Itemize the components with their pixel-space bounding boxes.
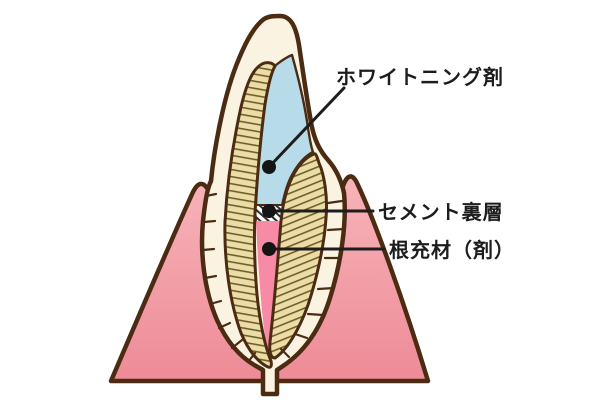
dentin-right [268, 152, 328, 360]
label-cement-lining: セメント裏層 [378, 200, 504, 224]
dentin-left [223, 61, 277, 369]
label-whitening-agent: ホワイトニング剤 [336, 65, 504, 89]
cementum-tie-lines [201, 192, 346, 364]
marker-dot-cement-lining [262, 204, 276, 218]
label-group-whitening-agent: ホワイトニング剤 [262, 65, 504, 174]
label-root-filling: 根充材（剤） [389, 238, 515, 262]
marker-dot-root-filling [262, 242, 276, 256]
marker-dot-whitening-agent [262, 160, 276, 174]
label-group-cement-lining: セメント裏層 [262, 200, 504, 224]
root-filling-area [256, 221, 282, 351]
label-group-root-filling: 根充材（剤） [262, 238, 515, 262]
leader-line-whitening-agent [267, 86, 346, 169]
